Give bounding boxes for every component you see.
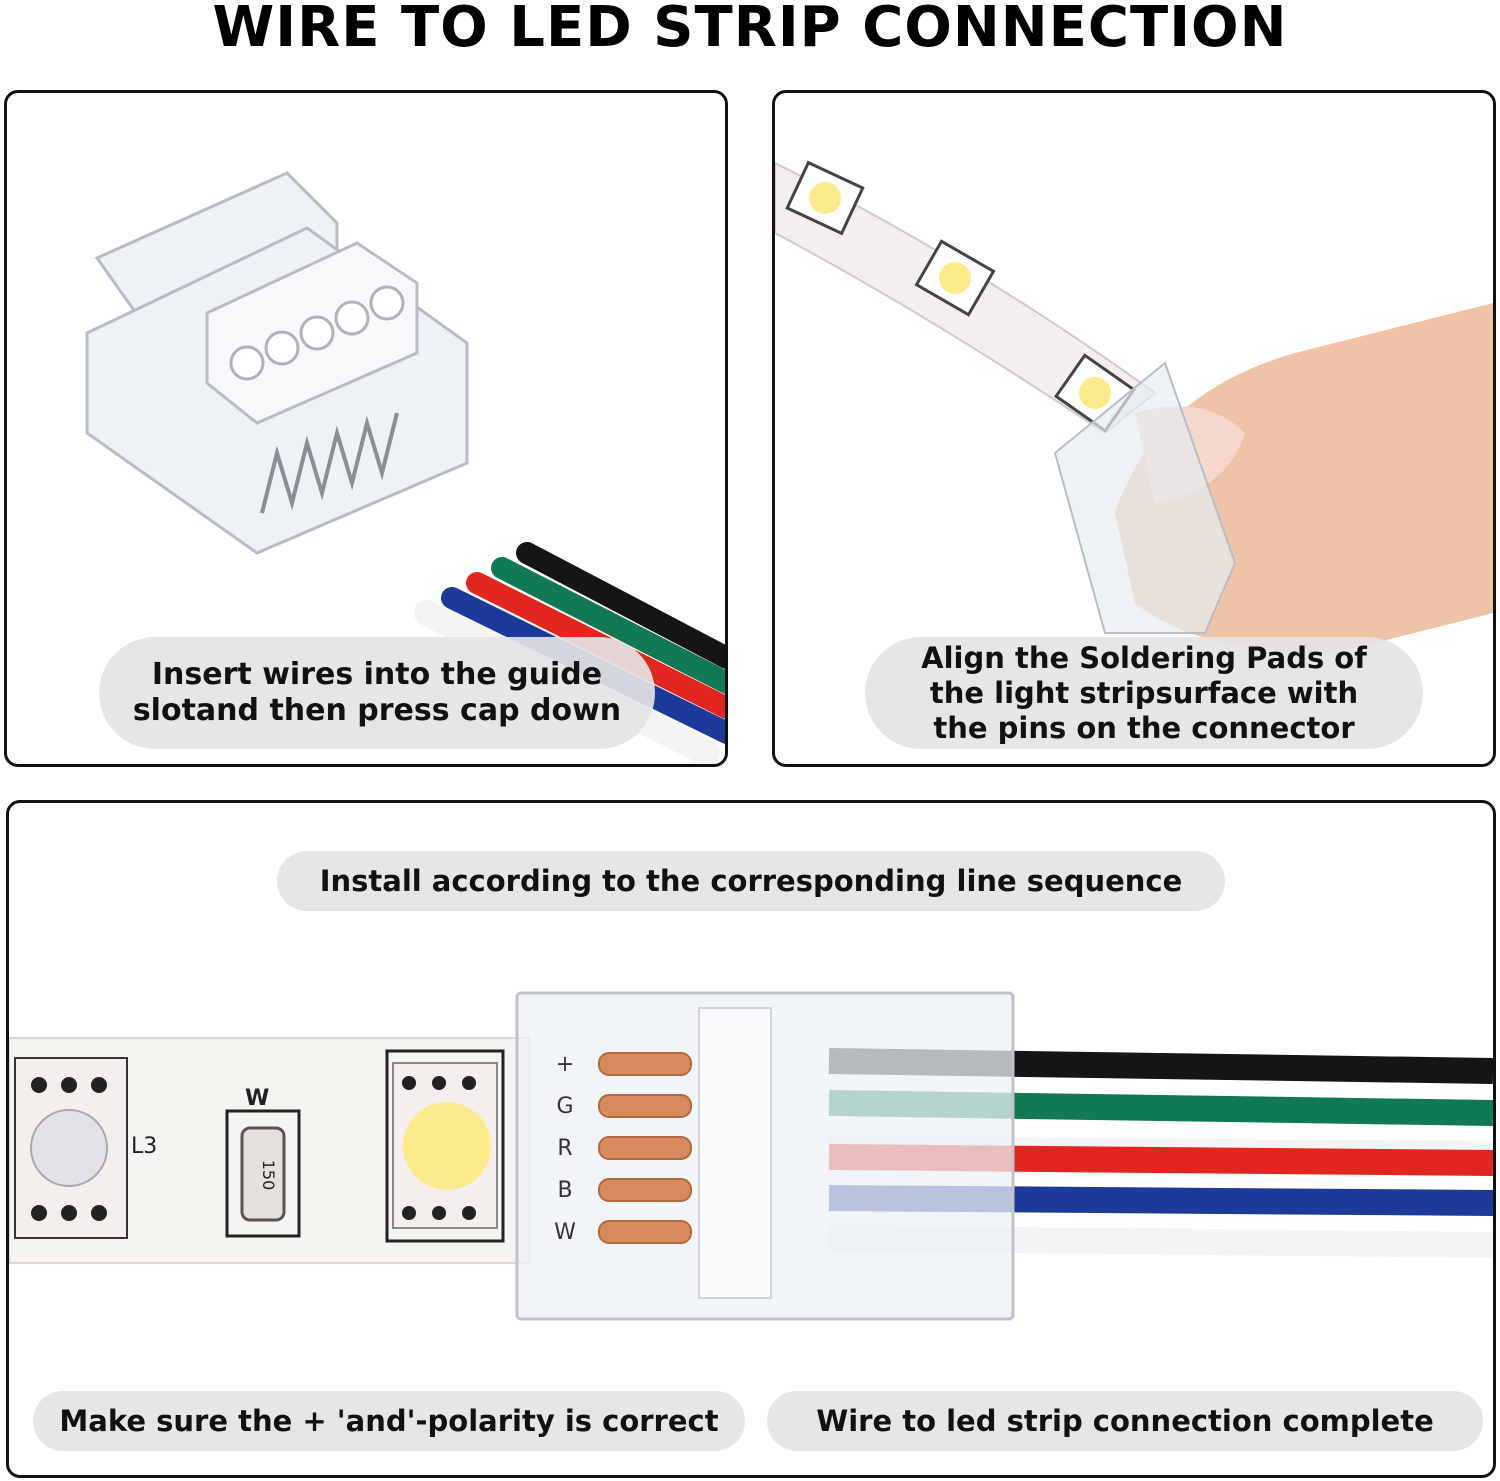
pin-label-w: W bbox=[554, 1220, 576, 1245]
panel-align-pads: Align the Soldering Pads of the light st… bbox=[772, 90, 1496, 767]
pin-label-g: G bbox=[556, 1094, 573, 1119]
pin-label-b: B bbox=[557, 1178, 572, 1203]
clear-connector bbox=[515, 991, 1015, 1321]
completed-connection-illustration: L3 W 150 bbox=[9, 991, 1493, 1321]
connector-holes bbox=[229, 285, 405, 381]
connector-pins bbox=[260, 412, 399, 514]
caption-polarity: Make sure the + 'and'-polarity is correc… bbox=[33, 1391, 745, 1451]
resistor-label: 150 bbox=[259, 1160, 278, 1191]
copper-contacts bbox=[598, 1052, 692, 1244]
page-title: WIRE TO LED STRIP CONNECTION bbox=[212, 0, 1288, 60]
strip-label-w: W bbox=[245, 1086, 269, 1111]
caption-insert-wires: Insert wires into the guide slotand then… bbox=[99, 637, 655, 749]
caption-connection-complete: Wire to led strip connection complete bbox=[767, 1391, 1483, 1451]
pin-label-plus: + bbox=[556, 1052, 574, 1077]
caption-line-sequence: Install according to the corresponding l… bbox=[277, 851, 1225, 911]
strip-alignment-photo bbox=[775, 160, 1493, 653]
connector-illustration bbox=[85, 171, 725, 764]
pin-label-r: R bbox=[557, 1136, 572, 1161]
caption-align-pads: Align the Soldering Pads of the light st… bbox=[865, 637, 1423, 749]
white-led-chip bbox=[385, 1049, 505, 1243]
resistor bbox=[240, 1126, 286, 1222]
panel-line-sequence: L3 W 150 bbox=[6, 800, 1496, 1478]
clear-connector bbox=[1053, 361, 1237, 634]
strip-label-l3: L3 bbox=[131, 1134, 157, 1159]
panel-insert-wires: Insert wires into the guide slotand then… bbox=[4, 90, 728, 767]
strip-leds bbox=[785, 160, 1137, 433]
rgb-led-chip bbox=[14, 1057, 128, 1239]
